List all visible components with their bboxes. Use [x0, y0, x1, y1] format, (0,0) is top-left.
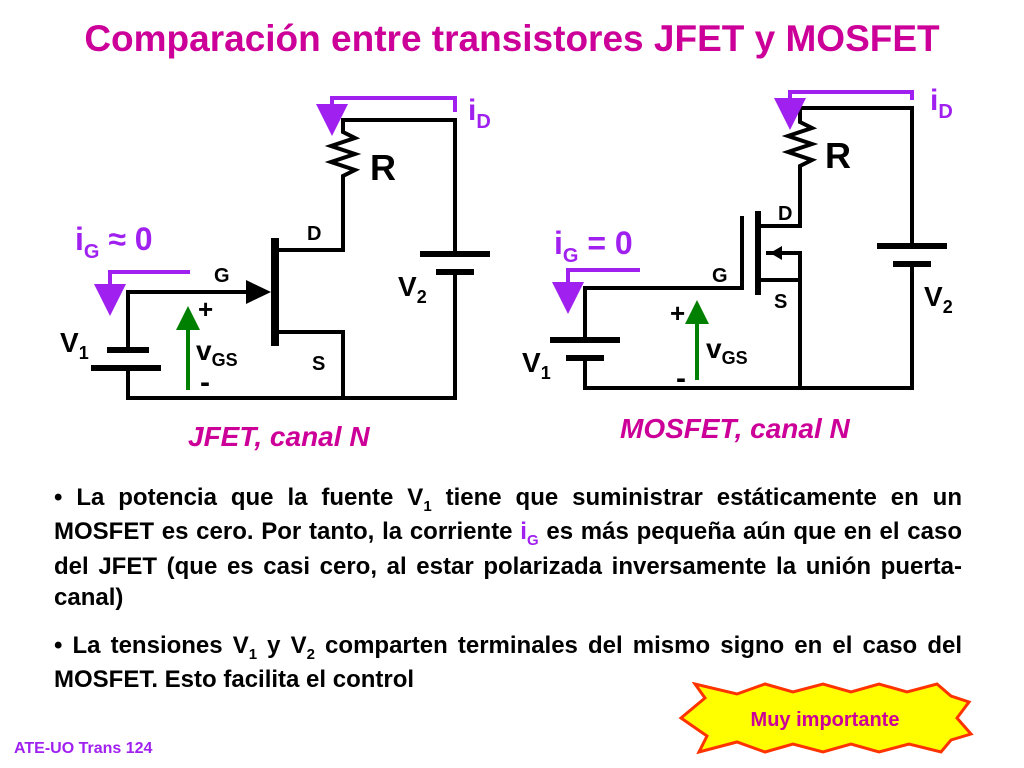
jfet-r-label: R	[370, 147, 396, 188]
jfet-id-arrow	[316, 96, 457, 136]
jfet-g-label: G	[214, 265, 230, 287]
mosfet-caption: MOSFET, canal N	[620, 413, 851, 444]
badge-burst	[678, 682, 974, 754]
mosfet-ig-label: iG = 0	[554, 225, 633, 267]
mosfet-r-label: R	[825, 135, 851, 176]
jfet-s-label: S	[312, 353, 325, 375]
mosfet-v1-label: V1	[522, 347, 551, 383]
jfet-plus-label: +	[198, 294, 213, 324]
bullet-power: • La potencia que la fuente V1 tiene que…	[54, 484, 963, 611]
footer-slide-id: ATE-UO Trans 124	[14, 740, 153, 757]
mosfet-resistor	[781, 106, 819, 174]
mosfet-d-label: D	[778, 203, 792, 225]
jfet-ig-label: iG ≈ 0	[75, 221, 153, 263]
bullet-voltages: • La tensiones V1 y V2 comparten termina…	[54, 632, 962, 694]
jfet-gate-arrow	[246, 280, 271, 304]
jfet-vgs-label: vGS	[196, 335, 238, 370]
jfet-ig-arrow	[94, 270, 190, 316]
mosfet-v2-label: V2	[924, 281, 953, 317]
page-title: Comparación entre transistores JFET y MO…	[84, 18, 940, 59]
mosfet-id-label: iD	[930, 84, 953, 123]
mosfet-plus-label: +	[670, 298, 685, 328]
jfet-v1-label: V1	[60, 327, 89, 363]
mosfet-ig-arrow	[552, 268, 640, 314]
mosfet-id-arrow	[774, 90, 914, 130]
mosfet-s-label: S	[774, 291, 787, 313]
jfet-id-label: iD	[468, 94, 491, 133]
jfet-caption: JFET, canal N	[188, 421, 370, 452]
jfet-circuit	[91, 118, 490, 400]
jfet-v2-label: V2	[398, 271, 427, 307]
badge-label: Muy importante	[751, 709, 900, 731]
jfet-d-label: D	[307, 223, 321, 245]
jfet-resistor	[324, 118, 362, 184]
mosfet-minus-label: -	[676, 362, 686, 395]
jfet-minus-label: -	[200, 366, 210, 399]
mosfet-g-label: G	[712, 265, 728, 287]
mosfet-body-arrow	[770, 246, 782, 260]
mosfet-circuit	[550, 106, 947, 390]
mosfet-vgs-label: vGS	[706, 333, 748, 368]
important-badge: Muy importante	[678, 682, 974, 754]
